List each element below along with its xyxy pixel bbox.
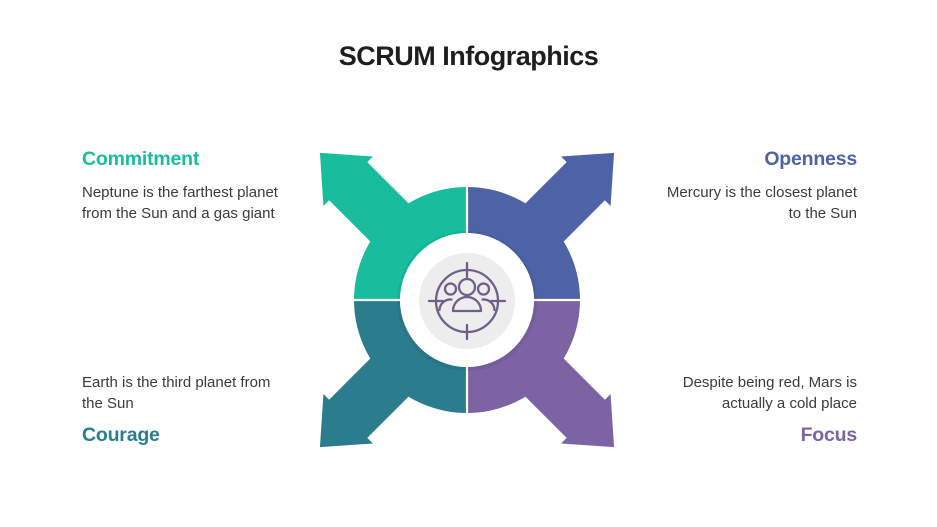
courage-heading: Courage	[82, 424, 160, 446]
openness-ring-segment	[467, 187, 580, 300]
page-title: SCRUM Infographics	[338, 41, 599, 71]
person-head-right	[476, 282, 491, 296]
courage-body: Earth is the third planet from the Sun	[82, 374, 271, 412]
focus-section: Despite being red, Mars is actually a co…	[617, 372, 857, 447]
person-head-center	[457, 277, 477, 297]
focus-ring-segment	[467, 300, 580, 413]
person-head-left	[443, 282, 458, 296]
openness-section: Openness Mercury is the closest planet t…	[617, 148, 857, 224]
ring-dividers	[350, 183, 584, 417]
commitment-heading: Commitment	[82, 148, 200, 170]
commitment-ring-segment	[354, 187, 467, 300]
commitment-body: Neptune is the farthest planet from the …	[82, 184, 278, 222]
center-inner-circle	[419, 253, 515, 349]
scrum-diagram	[319, 152, 615, 448]
openness-body: Mercury is the closest planet to the Sun	[666, 184, 857, 222]
focus-heading: Focus	[800, 424, 858, 446]
team-target-icon	[427, 261, 507, 341]
courage-ring-segment	[354, 300, 467, 413]
courage-section: Earth is the third planet from the Sun C…	[82, 372, 307, 447]
person-body-right	[481, 298, 496, 312]
commitment-section: Commitment Neptune is the farthest plane…	[82, 148, 307, 224]
openness-heading: Openness	[764, 148, 857, 170]
focus-body: Despite being red, Mars is actually a co…	[682, 374, 857, 412]
person-body-center	[451, 295, 483, 313]
person-body-left	[438, 298, 453, 312]
